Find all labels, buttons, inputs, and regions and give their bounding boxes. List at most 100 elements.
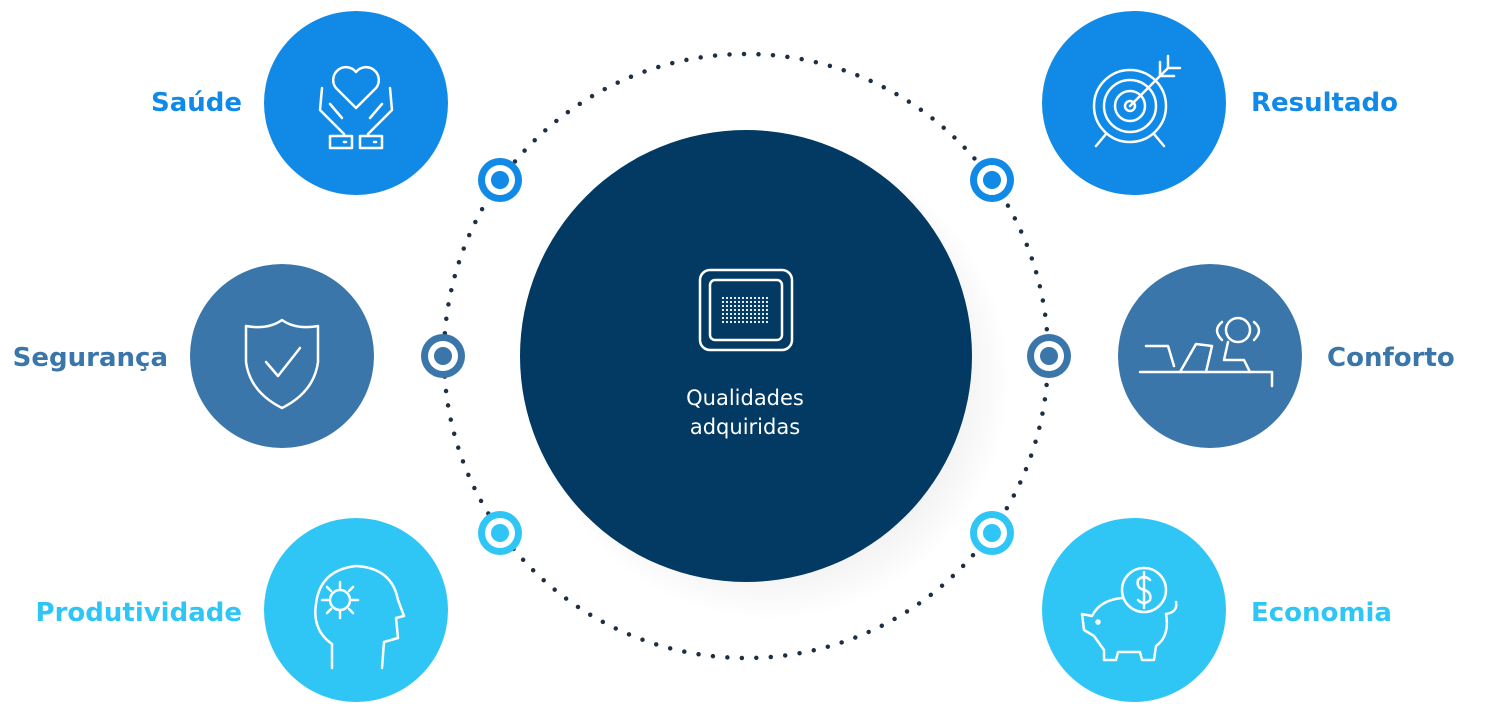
tablet-grid-dot bbox=[733, 300, 737, 304]
tablet-grid-dot bbox=[753, 304, 757, 308]
label-produtividade: Produtividade bbox=[35, 598, 242, 628]
tablet-grid-dot bbox=[765, 316, 769, 320]
tablet-grid-dot bbox=[733, 304, 737, 308]
label-saude: Saúde bbox=[150, 88, 242, 118]
tablet-grid-dot bbox=[733, 316, 737, 320]
tablet-grid-dot bbox=[741, 320, 745, 324]
tablet-grid-dot bbox=[745, 308, 749, 312]
label-conforto: Conforto bbox=[1327, 343, 1455, 373]
tablet-grid-dot bbox=[733, 296, 737, 300]
tablet-grid-dot bbox=[753, 320, 757, 324]
tablet-grid-dot bbox=[757, 296, 761, 300]
label-resultado: Resultado bbox=[1251, 88, 1398, 118]
tablet-grid-dot bbox=[737, 304, 741, 308]
tablet-grid-dot bbox=[733, 320, 737, 324]
tablet-grid-dot bbox=[753, 300, 757, 304]
label-seguranca: Segurança bbox=[12, 343, 168, 373]
tablet-grid-dot bbox=[745, 312, 749, 316]
tablet-grid-dot bbox=[749, 312, 753, 316]
tablet-grid-dot bbox=[749, 320, 753, 324]
center-circle bbox=[520, 130, 972, 582]
tablet-grid-dot bbox=[757, 316, 761, 320]
target-arrow-icon bbox=[1092, 54, 1182, 148]
tablet-grid-dot bbox=[729, 316, 733, 320]
tablet-grid-dot bbox=[725, 296, 729, 300]
tablet-grid-dot bbox=[749, 304, 753, 308]
tablet-grid-dot bbox=[765, 320, 769, 324]
tablet-grid-dot bbox=[749, 308, 753, 312]
tablet-grid-dot bbox=[741, 312, 745, 316]
tablet-grid-dot bbox=[757, 300, 761, 304]
piggy-bank-icon bbox=[1080, 566, 1178, 662]
tablet-grid-dot bbox=[725, 316, 729, 320]
tablet-grid-dot bbox=[741, 300, 745, 304]
tablet-grid-dot bbox=[749, 296, 753, 300]
tablet-grid-dot bbox=[761, 304, 765, 308]
tablet-grid-dot bbox=[761, 308, 765, 312]
tablet-grid-dot bbox=[749, 316, 753, 320]
item-seguranca-circle bbox=[190, 264, 374, 448]
tablet-grid-dot bbox=[721, 296, 725, 300]
tablet-grid-dot bbox=[725, 304, 729, 308]
tablet-grid-dot bbox=[757, 308, 761, 312]
tablet-grid-dot bbox=[745, 304, 749, 308]
marker-saude bbox=[478, 158, 522, 202]
tablet-grid-dot bbox=[757, 320, 761, 324]
hands-heart-icon bbox=[318, 65, 394, 150]
tablet-grid-dot bbox=[765, 304, 769, 308]
label-economia: Economia bbox=[1251, 598, 1392, 628]
tablet-grid-dot bbox=[757, 304, 761, 308]
tablet-grid-dot bbox=[753, 316, 757, 320]
item-saude-circle bbox=[264, 11, 448, 195]
person-relaxing-laptop-icon bbox=[1138, 316, 1274, 388]
shield-check-icon bbox=[244, 318, 320, 410]
tablet-grid-dot bbox=[765, 308, 769, 312]
tablet-grid-dot bbox=[761, 320, 765, 324]
tablet-grid-dot bbox=[741, 304, 745, 308]
marker-conforto bbox=[1027, 334, 1071, 378]
tablet-grid-dot bbox=[721, 308, 725, 312]
tablet-grid-dot bbox=[729, 320, 733, 324]
tablet-grid-dot bbox=[721, 300, 725, 304]
marker-resultado bbox=[970, 158, 1014, 202]
tablet-grid-dot bbox=[745, 316, 749, 320]
item-conforto-circle bbox=[1118, 264, 1302, 448]
tablet-grid-dot bbox=[729, 300, 733, 304]
tablet-grid-dot bbox=[737, 316, 741, 320]
tablet-grid-dot bbox=[721, 320, 725, 324]
tablet-grid-dot bbox=[733, 312, 737, 316]
tablet-grid-dot bbox=[765, 312, 769, 316]
tablet-grid-dot bbox=[749, 300, 753, 304]
tablet-grid-dot bbox=[737, 320, 741, 324]
tablet-grid-dot bbox=[721, 304, 725, 308]
head-gear-icon bbox=[314, 564, 406, 670]
tablet-grid-dot bbox=[761, 316, 765, 320]
tablet-grid-dot bbox=[733, 308, 737, 312]
item-economia-circle bbox=[1042, 518, 1226, 702]
tablet-grid-dot bbox=[745, 320, 749, 324]
tablet-grid-dot bbox=[737, 312, 741, 316]
tablet-grid-dot bbox=[761, 312, 765, 316]
tablet-grid-dot bbox=[761, 300, 765, 304]
tablet-grid-dot bbox=[725, 300, 729, 304]
tablet-grid-dot bbox=[745, 300, 749, 304]
tablet-grid-dot bbox=[737, 308, 741, 312]
tablet-grid-dot bbox=[765, 296, 769, 300]
tablet-grid-dot bbox=[761, 296, 765, 300]
tablet-grid-dot bbox=[765, 300, 769, 304]
tablet-grid-dot bbox=[729, 312, 733, 316]
marker-produtividade bbox=[478, 511, 522, 555]
tablet-grid-dot bbox=[721, 312, 725, 316]
center-title-line1: Qualidades bbox=[686, 386, 804, 410]
center-title-line2: adquiridas bbox=[689, 415, 801, 439]
tablet-grid-dot bbox=[753, 296, 757, 300]
tablet-grid-dot bbox=[741, 308, 745, 312]
tablet-grid-dot bbox=[753, 308, 757, 312]
tablet-grid-dot bbox=[721, 316, 725, 320]
tablet-grid-dot bbox=[737, 296, 741, 300]
tablet-grid-dot bbox=[741, 316, 745, 320]
tablet-grid-dot bbox=[753, 312, 757, 316]
marker-economia bbox=[970, 511, 1014, 555]
tablet-grid-dot bbox=[737, 300, 741, 304]
